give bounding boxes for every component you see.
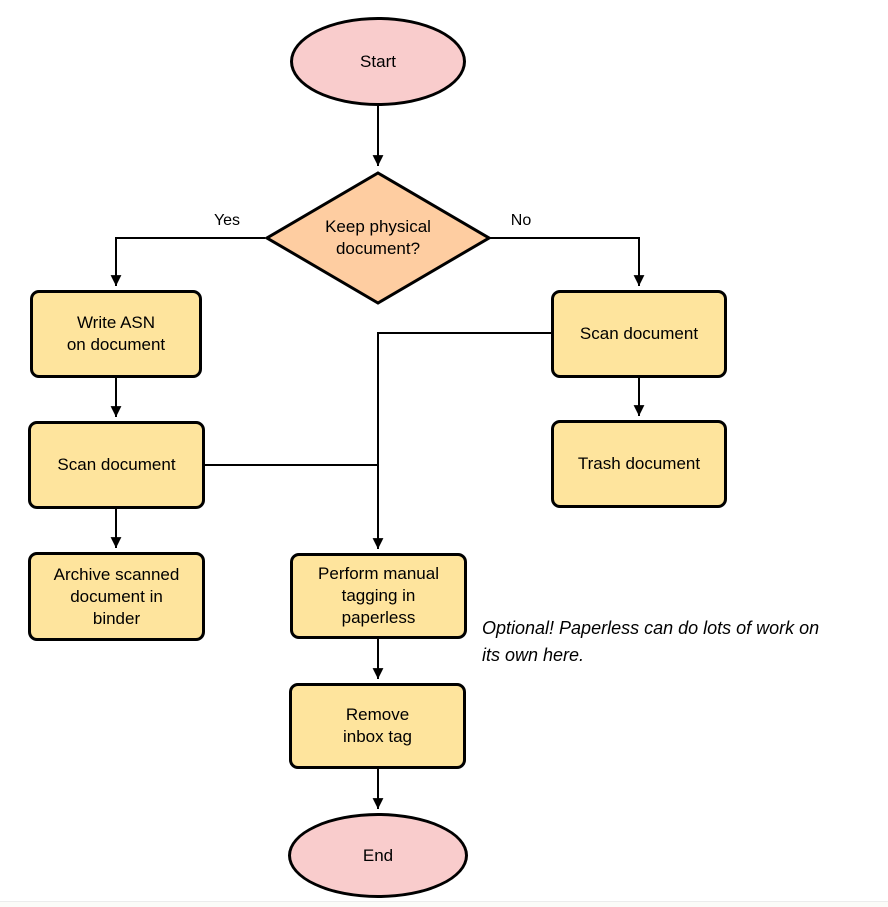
node-end-label: End [362, 845, 394, 865]
node-start-label: Start [360, 51, 396, 71]
node-write-asn: Write ASN on document [30, 290, 202, 378]
edge-decision-no [490, 237, 645, 286]
node-manual-tagging: Perform manual tagging in paperless [290, 553, 467, 639]
node-write-asn-label: Write ASN on document [66, 313, 166, 354]
node-archive-label: Archive scanned document in binder [53, 564, 180, 628]
node-scan-left-label: Scan document [57, 455, 176, 474]
page-bottom-divider [0, 901, 888, 907]
edge-scanright-to-tagging [372, 332, 551, 549]
node-tagging-label: Perform manual tagging in paperless [318, 564, 439, 627]
node-start: Start [290, 17, 466, 106]
node-scan-document-right: Scan document [551, 290, 727, 378]
edge-label-yes: Yes [197, 212, 257, 230]
diamond-shape [265, 171, 491, 305]
node-archive-in-binder: Archive scanned document in binder [28, 552, 205, 641]
node-remove-inbox-tag: Remove inbox tag [289, 683, 466, 769]
optional-note: Optional! Paperless can do lots of work … [482, 618, 820, 665]
edge-decision-yes [110, 237, 265, 286]
node-decision-keep-physical: Keep physical document? [265, 171, 491, 305]
node-scan-right-label: Scan document [579, 324, 699, 343]
edge-label-no: No [491, 212, 551, 230]
node-remove-label: Remove inbox tag [343, 705, 412, 746]
node-trash-document: Trash document [551, 420, 727, 508]
node-trash-label: Trash document [577, 454, 701, 473]
node-decision-label: Keep physical document? [325, 217, 431, 258]
node-scan-document-left: Scan document [28, 421, 205, 509]
node-end: End [288, 813, 468, 898]
